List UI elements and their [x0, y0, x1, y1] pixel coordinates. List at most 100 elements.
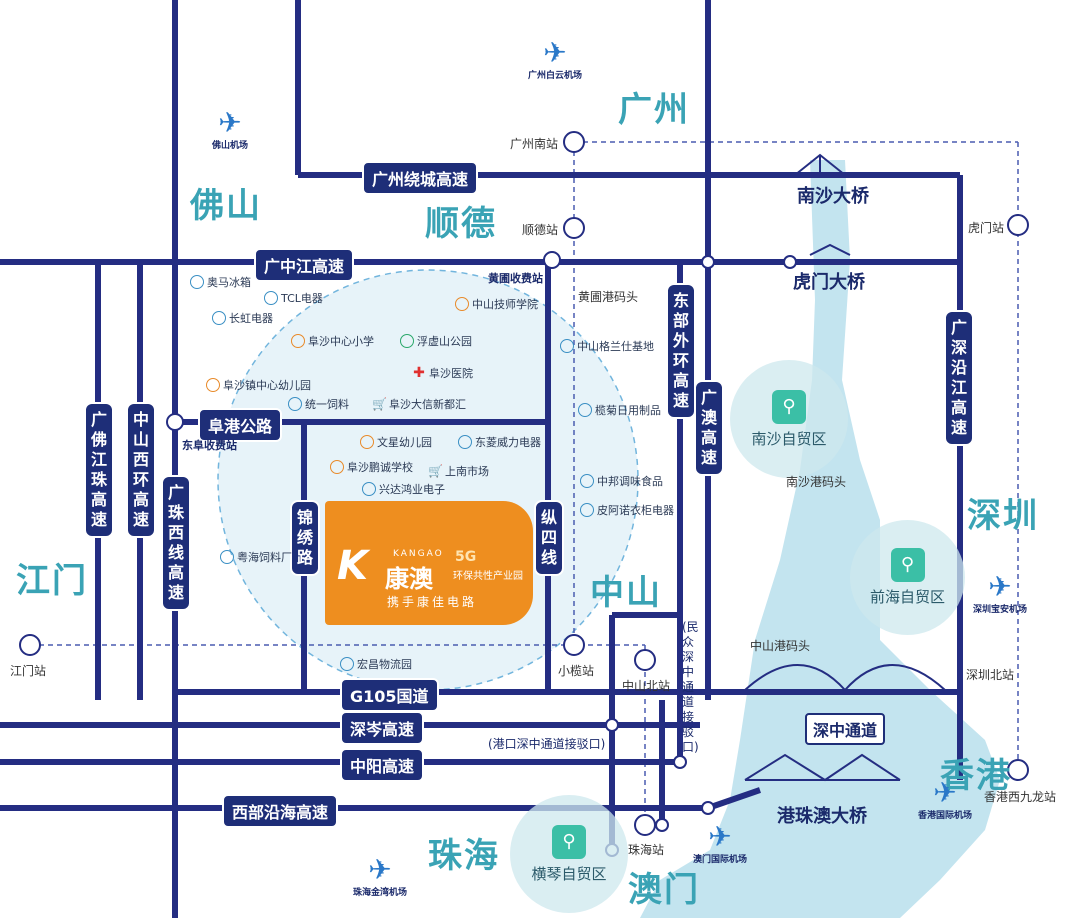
city-label: 珠海	[428, 836, 500, 876]
poi-xingda: 兴达鸿业电子	[362, 481, 445, 497]
poi-ganju: 榄菊日用制品	[578, 402, 661, 418]
road-shencen: 深岑高速	[340, 711, 425, 745]
airplane-icon: ✈	[218, 106, 242, 139]
ftz-pin-icon: ⚲	[890, 548, 925, 582]
airport-foshan: ✈ 佛山机场	[195, 106, 265, 152]
city-label: 佛山	[190, 186, 262, 226]
logo-chinese-name: 康澳	[385, 565, 433, 593]
poi-fuxu-park: 浮虚山公园	[400, 333, 472, 349]
poi-shangnan: 🛒上南市场	[428, 464, 489, 478]
factory-icon	[580, 474, 594, 488]
road-zhongshan-west: 中山西环高速	[126, 402, 156, 538]
bridge-drawings	[744, 153, 946, 782]
poi-piano: 皮阿诺衣柜电器	[580, 502, 674, 518]
airport-baoan: ✈ 深圳宝安机场	[960, 570, 1040, 616]
bridge-shenzhong: 深中通道	[805, 713, 886, 745]
logo-mark: K	[337, 543, 368, 589]
road-guangzhu-west: 广珠西线高速	[161, 475, 191, 611]
qianhai-ftz: ⚲ 前海自贸区	[850, 520, 965, 635]
airplane-icon: ✈	[933, 776, 957, 809]
cart-icon: 🛒	[372, 397, 387, 411]
poi-fusha-kindergarten: 阜沙镇中心幼儿园	[206, 377, 311, 393]
school-icon	[330, 460, 344, 474]
factory-icon	[190, 275, 204, 289]
road-guangshen-coastal: 广深沿江高速	[944, 310, 974, 446]
pearl-river-water	[640, 160, 1000, 918]
poi-zhongshan-tech: 中山技师学院	[455, 296, 538, 312]
school-icon	[360, 435, 374, 449]
city-label: 中山	[590, 573, 662, 613]
poi-tcl: TCL电器	[264, 290, 323, 306]
ftz-pin-icon: ⚲	[772, 389, 806, 424]
airplane-icon: ✈	[368, 853, 392, 886]
road-jinxiu: 锦绣路	[290, 500, 320, 576]
station-jiangmen: 江门站	[10, 664, 47, 678]
park-icon	[400, 334, 414, 348]
station-zhongshan-north: 中山北站	[622, 679, 671, 693]
school-icon	[206, 378, 220, 392]
poi-daxin: 🛒阜沙大信新都汇	[372, 397, 466, 411]
logo-5g-badge: 5G	[455, 549, 477, 565]
airport-macau: ✈ 澳门国际机场	[680, 820, 760, 866]
station-hk-west-kowloon: 香港西九龙站	[984, 790, 1057, 804]
poi-wenxing: 文星幼儿园	[360, 434, 432, 450]
city-label: 江门	[16, 561, 88, 601]
toll-dongfu: 东阜收费站	[182, 439, 237, 452]
factory-icon	[220, 550, 234, 564]
airplane-icon: ✈	[988, 570, 1012, 603]
road-western-coastal: 西部沿海高速	[222, 794, 339, 828]
city-label: 香港	[940, 756, 1012, 796]
airport-baiyun: ✈ 广州白云机场	[515, 38, 595, 82]
poi-pengcheng: 阜沙鹏诚学校	[330, 459, 413, 475]
kangao-logo: K KANGAO 康澳 5G 环保共性产业园 携手康佳电路	[325, 501, 533, 625]
gangkou-connector-note: (港口深中通道接驳口)	[488, 737, 606, 751]
nansha-ftz: ⚲ 南沙自贸区	[730, 360, 848, 478]
factory-icon	[362, 482, 376, 496]
bridge-humen: 虎门大桥	[793, 272, 865, 293]
station-shenzhen-north: 深圳北站	[966, 668, 1015, 682]
cart-icon: 🛒	[428, 464, 443, 478]
school-icon	[455, 297, 469, 311]
poi-tongyi: 统一饲料	[288, 396, 349, 412]
road-fugang: 阜港公路	[198, 408, 283, 442]
radius-circle	[217, 269, 639, 691]
station-xiaolan: 小榄站	[558, 664, 595, 678]
poi-dongling: 东菱威力电器	[458, 434, 541, 450]
airplane-icon: ✈	[708, 820, 732, 853]
poi-fusha-primary: 阜沙中心小学	[291, 333, 374, 349]
factory-icon	[288, 397, 302, 411]
bridge-nansha: 南沙大桥	[797, 186, 869, 207]
poi-zhongbang: 中邦调味食品	[580, 473, 663, 489]
road-guangzhou-ring: 广州绕城高速	[362, 161, 479, 195]
port-nansha: 南沙港码头	[786, 475, 847, 489]
poi-yuehai: 粤海饲料厂	[220, 549, 292, 565]
logo-subtitle: 环保共性产业园	[453, 571, 523, 582]
road-guangfojiangzhu: 广佛江珠高速	[84, 402, 114, 538]
road-east-outer: 东部外环高速	[666, 283, 696, 419]
logo-slogan: 携手康佳电路	[387, 595, 478, 609]
city-label: 澳门	[628, 870, 700, 910]
school-icon	[291, 334, 305, 348]
poi-gelanshi: 中山格兰仕基地	[560, 338, 654, 354]
poi-aoma: 奥马冰箱	[190, 274, 251, 290]
bridge-hzm: 港珠澳大桥	[777, 806, 867, 827]
logo-english-name: KANGAO	[393, 549, 444, 559]
city-label: 顺德	[425, 204, 497, 244]
minzhong-connector-note: (民众深中通道接驳口)	[682, 620, 699, 754]
port-zhongshan: 中山港码头	[750, 639, 811, 653]
city-label: 广州	[618, 90, 690, 130]
airport-jinwan: ✈ 珠海金湾机场	[340, 853, 420, 899]
factory-icon	[580, 503, 594, 517]
road-zhongyang: 中阳高速	[340, 748, 425, 782]
factory-icon	[560, 339, 574, 353]
ftz-pin-icon: ⚲	[552, 824, 586, 859]
station-humen: 虎门站	[968, 221, 1005, 235]
poi-hongchang: 宏昌物流园	[340, 656, 412, 672]
port-huangpu: 黄圃港码头	[578, 290, 639, 304]
station-guangzhou-south: 广州南站	[510, 137, 559, 151]
hengqin-ftz: ⚲ 横琴自贸区	[510, 795, 628, 913]
station-shunde: 顺德站	[522, 223, 559, 237]
hospital-icon: ✚	[413, 365, 425, 381]
